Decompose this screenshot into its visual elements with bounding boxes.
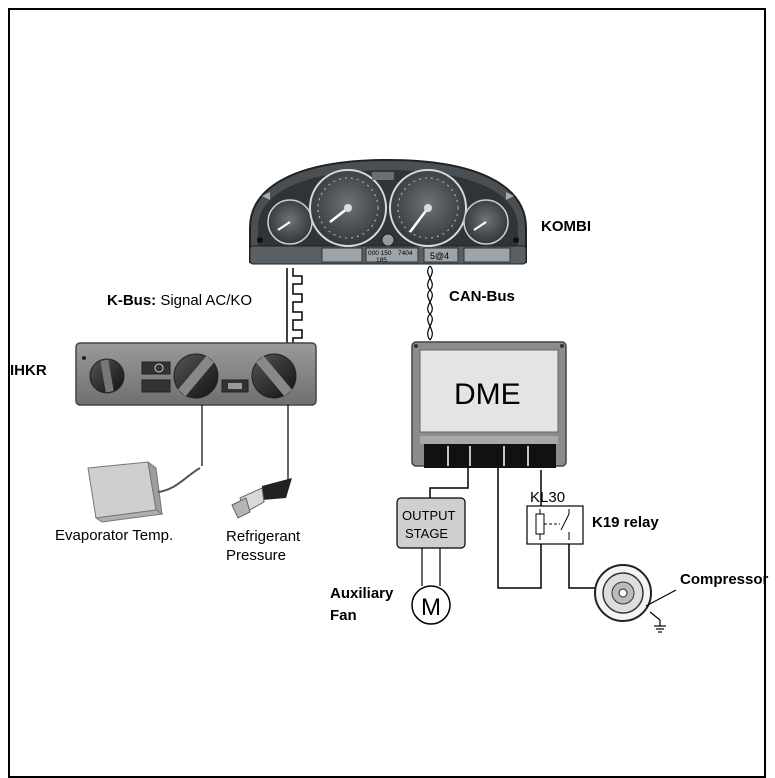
right-knob bbox=[251, 353, 297, 399]
compressor bbox=[594, 564, 677, 633]
trip-readout: 7404 bbox=[398, 250, 413, 257]
pressure-sensor bbox=[231, 478, 292, 519]
tachometer bbox=[389, 169, 467, 247]
k-bus-signal bbox=[286, 268, 303, 345]
can-bus-label: CAN-Bus bbox=[449, 288, 515, 305]
turn-left-icon bbox=[262, 192, 270, 200]
output-stage-line1: OUTPUT bbox=[402, 508, 456, 523]
compressor-label: Compressor bbox=[680, 571, 769, 588]
kl30-label: KL30 bbox=[530, 489, 565, 506]
gear-indicator: 5@4 bbox=[430, 251, 449, 261]
can-bus-wire bbox=[427, 265, 433, 341]
fuel-gauge bbox=[267, 199, 313, 245]
ihkr-control-panel bbox=[75, 342, 317, 406]
refrigerant-label-line1: Refrigerant bbox=[226, 528, 301, 545]
ihkr-label: IHKR bbox=[10, 362, 47, 379]
evaporator-sensor bbox=[87, 460, 201, 523]
kombi-label: KOMBI bbox=[541, 218, 591, 235]
dme-connector bbox=[424, 444, 556, 468]
speedometer bbox=[309, 169, 387, 247]
k-bus-label: K-Bus: Signal AC/KO bbox=[107, 292, 252, 309]
auxiliary-label-line1: Auxiliary bbox=[330, 585, 394, 602]
evaporator-label: Evaporator Temp. bbox=[55, 527, 173, 544]
temperature-gauge bbox=[463, 199, 509, 245]
turn-right-icon bbox=[506, 192, 514, 200]
dme-label: DME bbox=[454, 378, 521, 411]
k19-relay bbox=[526, 505, 584, 545]
refrigerant-label-line2: Pressure bbox=[226, 547, 286, 564]
odometer-readout: 000 150 bbox=[368, 250, 392, 257]
output-stage-line2: STAGE bbox=[405, 526, 448, 541]
display-readout: 185 bbox=[376, 257, 387, 264]
instrument-cluster: 000 150 7404 185 5@4 bbox=[249, 158, 527, 265]
k19-relay-label: K19 relay bbox=[592, 514, 659, 531]
motor-label: M bbox=[421, 594, 441, 621]
dme-control-unit bbox=[411, 341, 567, 468]
output-stage bbox=[396, 497, 466, 549]
left-knob bbox=[89, 358, 125, 394]
auxiliary-label-line2: Fan bbox=[330, 607, 357, 624]
fan-motor-symbol bbox=[411, 585, 451, 625]
center-knob bbox=[173, 353, 219, 399]
